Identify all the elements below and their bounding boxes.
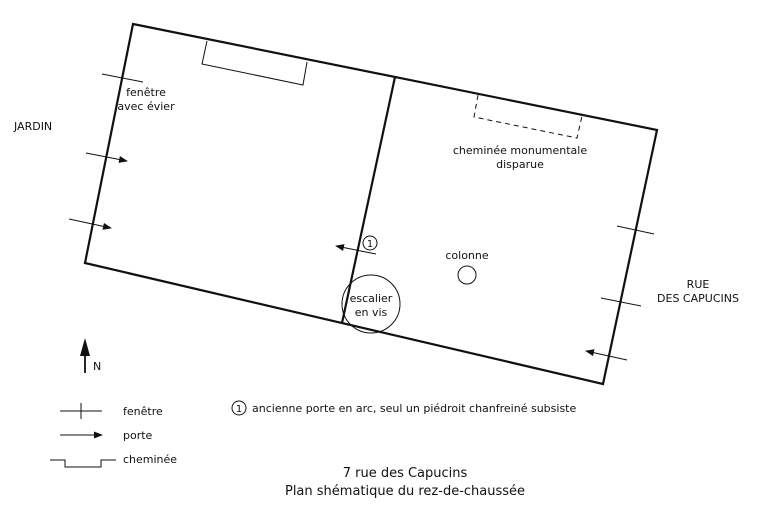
window-sink-label-line2: avec évier <box>117 100 175 113</box>
caption-line2: Plan shématique du rez-de-chaussée <box>285 484 525 499</box>
fireplace-disappeared-symbol <box>473 94 583 139</box>
window-tick-east-1 <box>616 225 655 235</box>
street-label-line2: DES CAPUCINS <box>657 292 739 305</box>
window-sink-label-line1: fenêtre <box>126 86 166 99</box>
window-tick-east-2 <box>600 297 642 307</box>
note-text: ancienne porte en arc, seul un piédroit … <box>252 402 576 415</box>
window-tick-west <box>101 73 144 83</box>
column-symbol <box>457 265 477 285</box>
marker-circle <box>362 235 378 251</box>
note-marker-number: 1 <box>236 404 242 415</box>
staircase-label-line1: escalier <box>350 292 393 305</box>
legend-fireplace-symbol <box>50 459 116 468</box>
door-arrow-west-1 <box>85 152 128 163</box>
north-arrow-head <box>80 338 90 356</box>
fireplace-symbol <box>201 40 308 86</box>
partition-wall <box>340 76 397 324</box>
fireplace-disappeared-label-line2: disparue <box>496 158 544 171</box>
fireplace-disappeared-label-line1: cheminée monumentale <box>453 144 588 157</box>
door-arrow-west-2 <box>68 218 112 230</box>
staircase-label-line2: en vis <box>355 306 388 319</box>
legend-door-label: porte <box>123 429 153 442</box>
north-label: N <box>93 360 101 373</box>
door-arrow-partition <box>335 244 377 255</box>
door-arrow-east <box>585 349 628 361</box>
caption-line1: 7 rue des Capucins <box>343 466 468 481</box>
spiral-staircase-symbol <box>341 274 401 334</box>
legend-window-label: fenêtre <box>123 405 163 418</box>
column-label: colonne <box>445 249 489 262</box>
note-marker-circle <box>231 400 247 416</box>
street-label-line1: RUE <box>687 278 710 291</box>
garden-label: JARDIN <box>13 120 52 133</box>
building-outline <box>83 22 659 386</box>
legend-fireplace-label: cheminée <box>123 453 177 466</box>
marker-number: 1 <box>367 239 373 250</box>
